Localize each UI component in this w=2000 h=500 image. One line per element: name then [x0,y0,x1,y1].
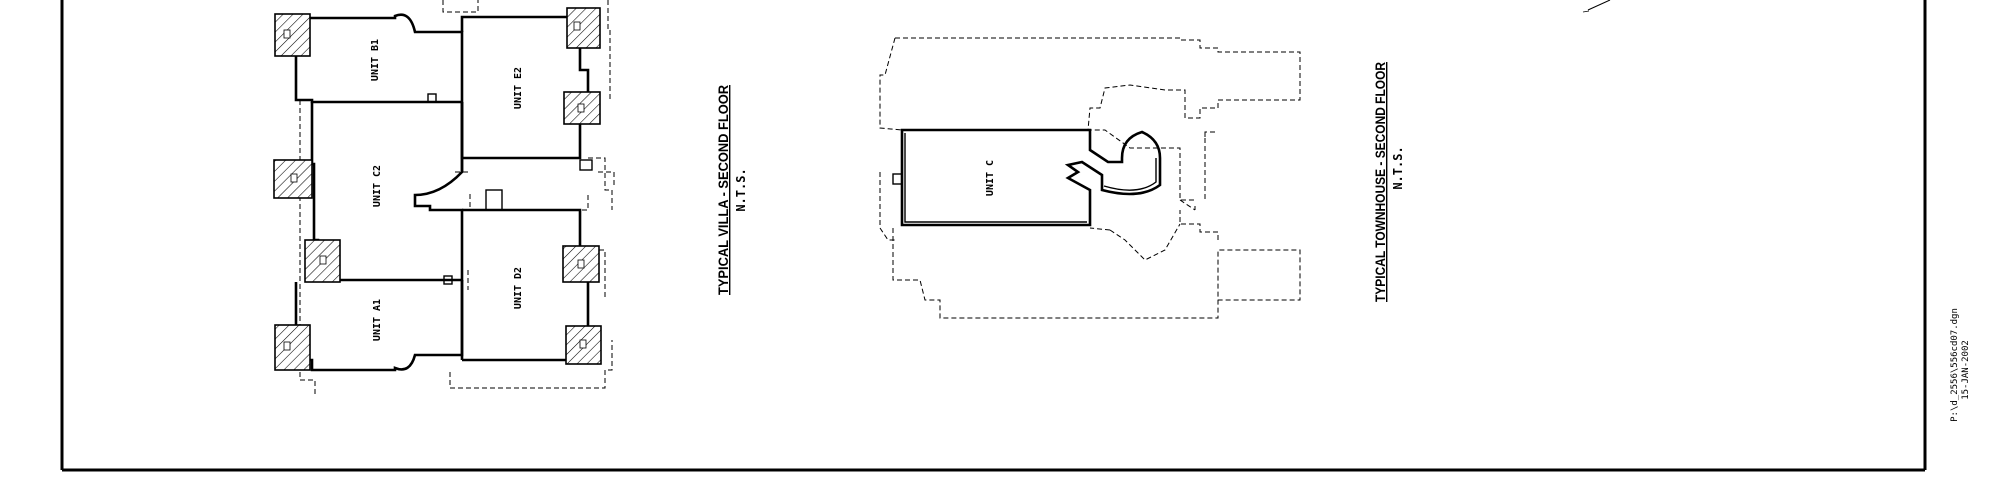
unit-c2-label: UNIT C2 [372,165,383,207]
drawing-info-block: P:\d_2556\556cd07.dgn 15-JAN-2002 [1950,308,1971,422]
villa-floor-plan: UNIT B1 UNIT E2 UNIT C2 UNIT A1 UNIT D2 [273,0,615,395]
villa-piers [273,7,602,371]
villa-walls [294,13,590,372]
townhouse-title-block: TYPICAL TOWNHOUSE - SECOND FLOOR N.T.S. [1372,62,1405,302]
drawing-file-path: P:\d_2556\556cd07.dgn [1950,308,1960,422]
sheet-border [60,0,1927,472]
drawing-date: 15-JAN-2002 [1961,340,1971,400]
villa-details [427,93,593,285]
townhouse-scale: N.T.S. [1391,146,1405,189]
unit-d2-label: UNIT D2 [513,267,524,309]
unit-e2-label: UNIT E2 [513,67,524,109]
townhouse-walls [892,128,1162,227]
villa-title: TYPICAL VILLA - SECOND FLOOR [715,85,731,295]
unit-b1-label: UNIT B1 [370,39,381,81]
townhouse-dashed-outline [879,37,1301,319]
unit-a1-label: UNIT A1 [372,299,383,341]
townhouse-floor-plan: UNIT C [879,37,1301,319]
villa-scale: N.T.S. [734,168,748,211]
villa-title-block: TYPICAL VILLA - SECOND FLOOR N.T.S. [715,85,748,295]
unit-c-label: UNIT C [985,160,996,196]
townhouse-title: TYPICAL TOWNHOUSE - SECOND FLOOR [1372,62,1388,302]
